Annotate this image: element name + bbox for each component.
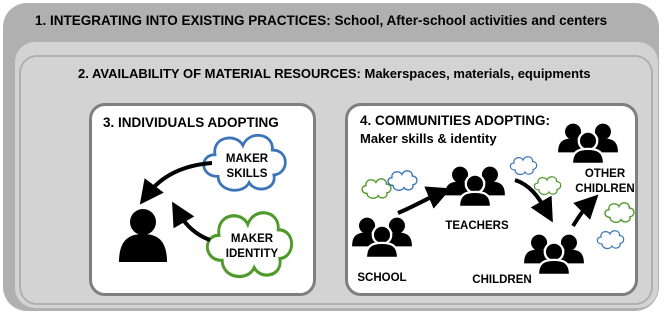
- other-children-label: OTHER CHIDLREN: [575, 168, 635, 195]
- teachers-to-children-arrow-icon: [514, 178, 553, 223]
- level2-title: 2. AVAILABILITY OF MATERIAL RESOURCES: M…: [78, 66, 591, 81]
- school-label: SCHOOL: [357, 272, 407, 284]
- small-cloud-icon: [361, 178, 392, 200]
- school-to-teachers-arrow-icon: [397, 186, 452, 215]
- inner-panel: [19, 55, 653, 305]
- skills-to-person-arrow-icon: [139, 161, 213, 205]
- children-label: CHILDREN: [472, 274, 532, 286]
- identity-to-person-arrow-icon: [172, 201, 211, 242]
- children-to-other-arrow-icon: [571, 194, 599, 228]
- individuals-title: 3. INDIVIDUALS ADOPTING: [103, 115, 279, 130]
- children-group-icon: [522, 233, 586, 277]
- small-cloud-icon: [509, 156, 538, 176]
- small-cloud-icon: [533, 176, 562, 196]
- communities-title-line1: 4. COMMUNITIES ADOPTING:: [360, 113, 551, 128]
- small-cloud-icon: [596, 230, 625, 250]
- individual-person-icon: [119, 209, 167, 262]
- small-cloud-icon: [387, 170, 418, 192]
- communities-title-line2: Maker skills & identity: [360, 131, 497, 146]
- teachers-label: TEACHERS: [445, 220, 509, 232]
- teachers-group-icon: [443, 165, 507, 209]
- small-cloud-icon: [604, 202, 635, 224]
- maker-identity-label: MAKER IDENTITY: [225, 233, 279, 260]
- school-group-icon: [350, 216, 414, 260]
- maker-skills-label: MAKER SKILLS: [225, 153, 269, 180]
- level1-title: 1. INTEGRATING INTO EXISTING PRACTICES: …: [35, 13, 608, 28]
- other-children-group-icon: [556, 122, 620, 166]
